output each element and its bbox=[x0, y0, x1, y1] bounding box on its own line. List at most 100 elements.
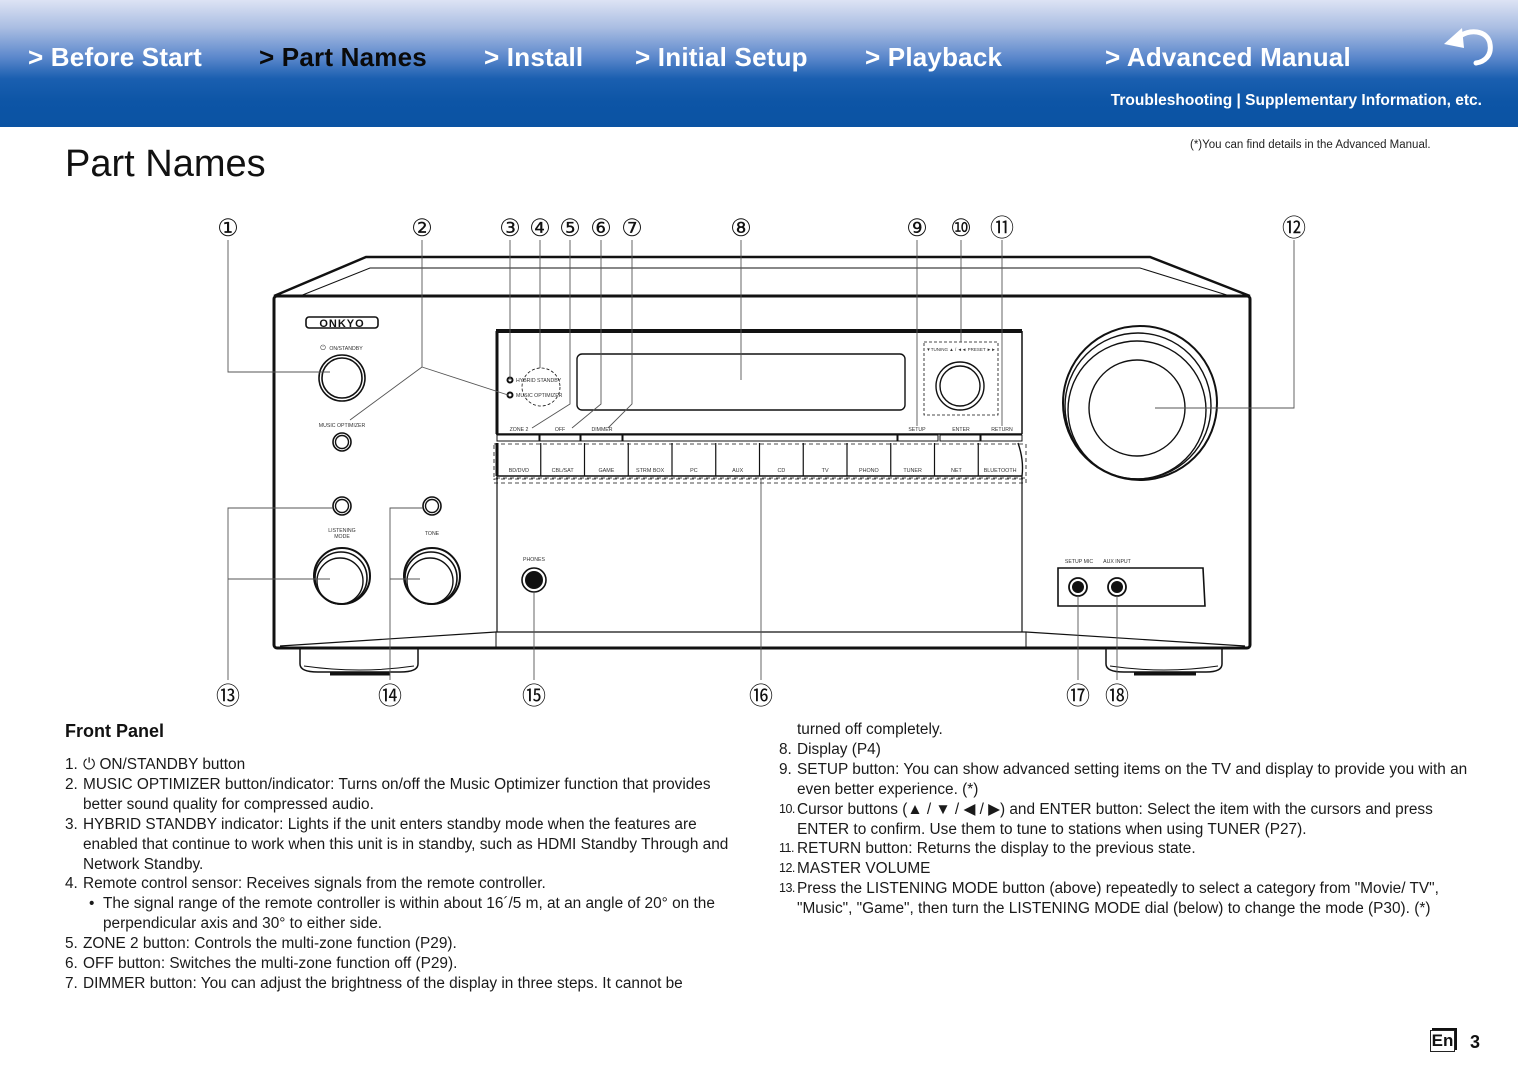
list-item-3: 3.HYBRID STANDBY indicator: Lights if th… bbox=[65, 815, 729, 873]
label-aux-input: AUX INPUT bbox=[1103, 559, 1132, 565]
music-optimizer-indicator bbox=[506, 391, 514, 399]
link-troubleshooting[interactable]: Troubleshooting bbox=[1110, 92, 1233, 109]
list-item-7-continued: turned off completely. bbox=[797, 721, 943, 738]
tone-button bbox=[422, 496, 442, 516]
list-item-10: 10.Cursor buttons (▲ / ▼ / ◀ / ▶) and EN… bbox=[779, 800, 1433, 838]
callout-12: ⑫ bbox=[1282, 215, 1306, 242]
foot-right bbox=[1105, 649, 1223, 676]
input-selector-tv: TV bbox=[822, 468, 829, 474]
list-item-2: 2.MUSIC OPTIMIZER button/indicator: Turn… bbox=[65, 775, 711, 813]
callout-8: ⑧ bbox=[730, 215, 752, 242]
back-button[interactable] bbox=[1440, 22, 1496, 66]
page-number: 3 bbox=[1470, 1032, 1481, 1052]
link-supplementary-info[interactable]: Supplementary Information, etc. bbox=[1245, 92, 1482, 109]
list-item-4: 4.Remote control sensor: Receives signal… bbox=[65, 875, 546, 893]
listening-mode-button bbox=[332, 496, 352, 516]
front-panel-list-right: turned off completely. 8.Display (P4) 9.… bbox=[779, 720, 1469, 919]
input-selector-pc: PC bbox=[690, 468, 698, 474]
callout-18: ⑱ bbox=[1105, 683, 1129, 710]
list-item-5: 5.ZONE 2 button: Controls the multi-zone… bbox=[65, 935, 457, 953]
callout-14: ⑭ bbox=[378, 683, 402, 710]
language-badge: En bbox=[1430, 1030, 1455, 1052]
nav-part-names[interactable]: > Part Names bbox=[259, 42, 427, 72]
callout-1: ① bbox=[217, 215, 239, 242]
nav-before-start[interactable]: > Before Start bbox=[28, 42, 203, 72]
master-volume-knob bbox=[1062, 325, 1218, 481]
input-selector-cd: CD bbox=[777, 468, 785, 474]
foot-left bbox=[299, 649, 419, 676]
callout-2: ② bbox=[411, 215, 433, 242]
input-selector-net: NET bbox=[951, 468, 962, 474]
zone2-button bbox=[496, 434, 540, 442]
cursor-dial-outer bbox=[935, 361, 985, 411]
nav-initial-setup[interactable]: > Initial Setup bbox=[635, 42, 808, 72]
list-item-8: 8.Display (P4) bbox=[779, 740, 881, 758]
input-selector-tuner: TUNER bbox=[903, 468, 922, 474]
enter-button bbox=[939, 434, 981, 442]
callout-3: ③ bbox=[499, 215, 521, 242]
list-item-1: 1.⏻ ON/STANDBY button bbox=[65, 756, 246, 773]
sub-links: Troubleshooting | Supplementary Informat… bbox=[1111, 92, 1482, 110]
brand-logo-text: ONKYO bbox=[319, 318, 364, 330]
label-music-optimizer: MUSIC OPTIMIZER bbox=[319, 423, 366, 429]
label-hybrid-standby: HYBRID STANDBY bbox=[516, 378, 562, 384]
listening-mode-dial bbox=[313, 547, 371, 605]
on-standby-button bbox=[318, 354, 366, 402]
nav-playback[interactable]: > Playback bbox=[865, 42, 1003, 72]
receiver-front-panel-diagram: ① ② ③ ④ ⑤ ⑥ ⑦ ⑧ ⑨ ⑩ ⑪ ⑫ ⑬ ⑭ ⑮ ⑯ ⑰ ⑱ ONKY… bbox=[216, 215, 1306, 710]
input-selector-aux: AUX bbox=[732, 468, 743, 474]
nav-advanced-manual[interactable]: > Advanced Manual bbox=[1105, 42, 1351, 72]
onkyo-logo bbox=[305, 316, 379, 329]
label-phones: PHONES bbox=[523, 557, 545, 563]
chassis-top bbox=[273, 255, 1251, 298]
callout-6: ⑥ bbox=[590, 215, 612, 242]
list-subitem-4-bullet: •The signal range of the remote controll… bbox=[89, 895, 715, 933]
label-dimmer: DIMMER bbox=[591, 427, 612, 433]
callout-13: ⑬ bbox=[216, 683, 240, 710]
chassis-front bbox=[272, 294, 1252, 650]
sub-link-separator: | bbox=[1232, 92, 1246, 109]
list-item-7: 7.DIMMER button: You can adjust the brig… bbox=[65, 974, 683, 992]
label-enter: ENTER bbox=[952, 427, 970, 433]
callout-10: ⑩ bbox=[950, 215, 972, 242]
list-item-11: 11.RETURN button: Returns the display to… bbox=[779, 840, 1196, 858]
input-selector-bluetooth: BLUETOOTH bbox=[984, 468, 1017, 474]
nav-install[interactable]: > Install bbox=[484, 42, 584, 72]
page-title: Part Names bbox=[65, 143, 266, 185]
power-icon: ⏻ bbox=[320, 344, 326, 352]
callout-11: ⑪ bbox=[990, 215, 1014, 242]
label-tone: TONE bbox=[425, 531, 440, 537]
list-item-13: 13.Press the LISTENING MODE button (abov… bbox=[779, 880, 1439, 918]
label-setup: SETUP bbox=[908, 427, 926, 433]
label-tuning-preset: ▼TUNING ▲ / ◄◄ PRESET ►► bbox=[926, 347, 995, 352]
input-selector-strm-box: STRM BOX bbox=[636, 468, 665, 474]
dimmer-button bbox=[580, 434, 623, 442]
cursor-dial-inner bbox=[939, 365, 981, 407]
list-item-6: 6.OFF button: Switches the multi-zone fu… bbox=[65, 955, 458, 973]
input-selector-bd-dvd: BD/DVD bbox=[509, 468, 529, 474]
input-selector-phono: PHONO bbox=[859, 468, 879, 474]
input-selector-cbl-sat: CBL/SAT bbox=[552, 468, 575, 474]
callout-17: ⑰ bbox=[1066, 683, 1090, 710]
tone-dial bbox=[403, 547, 461, 605]
remote-sensor-area bbox=[521, 367, 561, 407]
header-bar: > Before Start > Part Names > Install > … bbox=[0, 0, 1518, 127]
label-music-optimizer-ind: MUSIC OPTIMIZER bbox=[516, 393, 563, 399]
label-listening-1: LISTENING bbox=[328, 528, 355, 534]
callout-9: ⑨ bbox=[906, 215, 928, 242]
label-on-standby: ON/STANDBY bbox=[329, 346, 363, 352]
input-selector-game: GAME bbox=[598, 468, 614, 474]
return-button bbox=[980, 434, 1023, 442]
label-setup-mic: SETUP MIC bbox=[1065, 559, 1093, 565]
label-off: OFF bbox=[555, 427, 565, 433]
advanced-manual-note: (*)You can find details in the Advanced … bbox=[1190, 139, 1431, 151]
music-optimizer-button bbox=[332, 432, 352, 452]
return-arrow-icon bbox=[1444, 28, 1493, 66]
label-zone2: ZONE 2 bbox=[510, 427, 529, 433]
callout-4: ④ bbox=[529, 215, 551, 242]
callout-15: ⑮ bbox=[522, 683, 546, 710]
label-return: RETURN bbox=[991, 427, 1013, 433]
label-listening-2: MODE bbox=[334, 534, 350, 540]
callout-5: ⑤ bbox=[559, 215, 581, 242]
list-item-9: 9.SETUP button: You can show advanced se… bbox=[779, 760, 1468, 798]
